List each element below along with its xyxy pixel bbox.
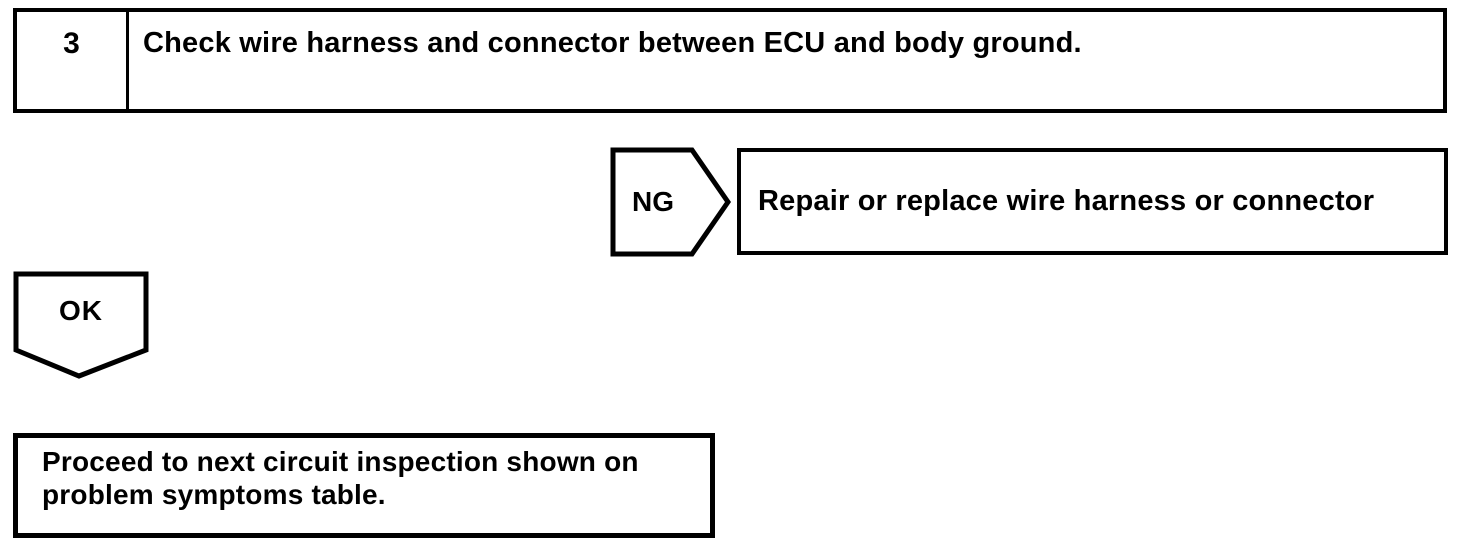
step-number: 3 (17, 12, 129, 109)
ok-label: OK (59, 295, 103, 326)
ok-result-line2: problem symptoms table. (42, 479, 386, 510)
step-box: 3 Check wire harness and connector betwe… (13, 8, 1447, 113)
ng-result-text: Repair or replace wire harness or connec… (758, 185, 1375, 217)
ng-arrow-right-icon (610, 147, 731, 257)
ng-result-box: Repair or replace wire harness or connec… (737, 148, 1448, 255)
step-instruction: Check wire harness and connector between… (143, 27, 1082, 59)
ok-connector: OK (13, 271, 149, 379)
ng-connector: NG (610, 147, 731, 257)
ng-label: NG (632, 186, 674, 217)
ok-result-box: Proceed to next circuit inspection shown… (13, 433, 715, 538)
ok-arrow-down-icon (13, 271, 149, 379)
ok-result-line1: Proceed to next circuit inspection shown… (42, 446, 639, 477)
